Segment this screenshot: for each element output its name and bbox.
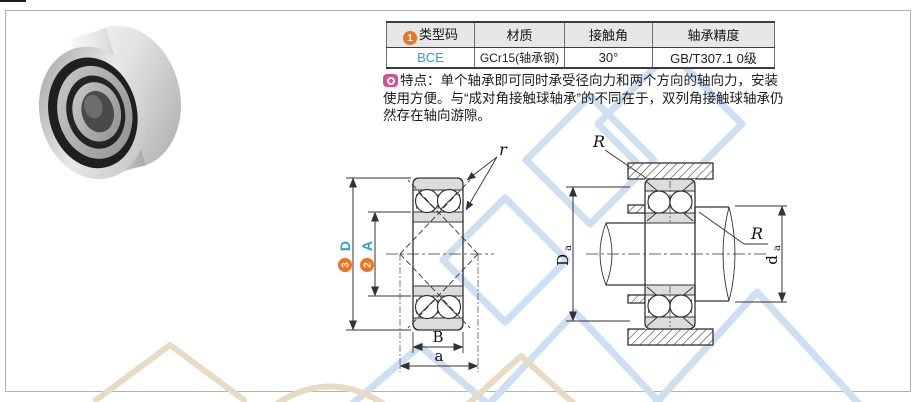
contact-angle-value: 30° <box>564 47 653 69</box>
bearing-photo <box>38 25 181 180</box>
ring-bullet-icon <box>383 74 398 87</box>
col-header-contact-angle: 接触角 <box>564 21 653 48</box>
ring-bullet-icon-ring <box>386 76 395 85</box>
precision-value: GB/T307.1 0级 <box>652 47 775 69</box>
col-header-type-code-label: 类型码 <box>418 27 458 43</box>
top-left-tick <box>0 0 26 2</box>
type-code-value[interactable]: BCE <box>386 47 475 69</box>
circled-1-badge: 1 <box>402 31 417 46</box>
bearing-photo-group <box>38 25 181 180</box>
col-header-precision: 轴承精度 <box>652 21 775 48</box>
col-header-material: 材质 <box>474 21 565 48</box>
spec-table-data-row: BCE GCr15(轴承钢) 30° GB/T307.1 0级 <box>386 47 775 69</box>
bearing-bore-highlight <box>84 94 103 119</box>
features-label: 特点： <box>400 73 441 88</box>
material-value: GCr15(轴承钢) <box>474 47 565 69</box>
features-text: 单个轴承即可同时承受径向力和两个方向的轴向力，安装使用方便。与“成对角接触球轴承… <box>383 73 784 123</box>
features-note: 特点：单个轴承即可同时承受径向力和两个方向的轴向力，安装使用方便。与“成对角接触… <box>383 72 785 125</box>
